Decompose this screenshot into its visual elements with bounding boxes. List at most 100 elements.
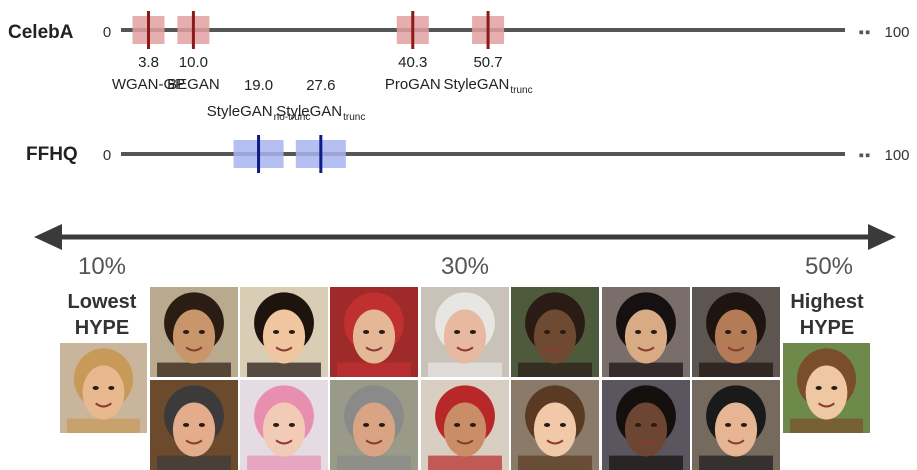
grid-face-bottom-4: [511, 380, 599, 470]
grid-face-top-3-right-eye: [469, 330, 477, 334]
grid-face-bottom-5-right-eye: [650, 423, 657, 427]
grid-face-bottom-6-skin: [714, 402, 758, 457]
grid-face-bottom-5-left-eye: [635, 423, 642, 427]
celeba-model-label-0: WGAN-GP: [112, 76, 185, 93]
grid-face-top-4-left-eye: [544, 330, 551, 334]
celeba-model-name-3: StyleGAN: [444, 76, 510, 93]
grid-face-bottom-3-mouth: [456, 439, 474, 445]
celeba-model-label-2: ProGAN: [385, 76, 441, 93]
grid-face-bottom-4-mouth: [546, 439, 564, 445]
celeba-model-label-1: BEGAN: [167, 76, 220, 93]
grid-face-bottom-2-skin: [352, 402, 396, 457]
highest-hype-face-shoulders: [789, 418, 864, 433]
celeba-axis-name: CelebA: [8, 22, 74, 43]
grid-face-bottom-6-shoulders: [699, 455, 773, 470]
grid-face-bottom-0-skin: [172, 402, 216, 457]
hype-left-percent: 10%: [78, 253, 126, 280]
grid-face-bottom-5-skin: [624, 402, 668, 457]
celeba-model-name-2: ProGAN: [385, 76, 441, 93]
grid-face-top-1-left-eye: [273, 330, 280, 334]
celeba-axis-ellipsis: ▪▪: [859, 24, 872, 41]
grid-face-top-6-mouth: [727, 346, 745, 352]
ffhq-axis-min-label: 0: [103, 147, 111, 164]
highest-hype-label-line1: Highest: [790, 291, 864, 313]
lowest-hype-face-right-eye: [108, 386, 115, 390]
grid-face-top-1-mouth: [275, 346, 293, 352]
grid-face-bottom-4-shoulders: [518, 455, 592, 470]
grid-face-top-5-left-eye: [635, 330, 642, 334]
grid-face-top-5-skin: [624, 309, 668, 364]
grid-face-top-6-shoulders: [699, 362, 773, 377]
grid-face-bottom-3-shoulders: [428, 455, 502, 470]
grid-face-top-2-shoulders: [337, 362, 411, 377]
grid-face-top-5-mouth: [637, 346, 655, 352]
lowest-hype-face-skin: [82, 365, 125, 420]
ffhq-model-name-0: StyleGAN: [207, 103, 273, 120]
grid-face-top-3: [421, 287, 509, 377]
grid-face-bottom-6-left-eye: [725, 423, 732, 427]
highest-hype-face-right-eye: [831, 386, 838, 390]
grid-face-bottom-2-left-eye: [363, 423, 370, 427]
grid-face-top-2-skin: [352, 309, 396, 364]
grid-face-bottom-5-mouth: [637, 439, 655, 445]
grid-face-bottom-1-skin: [262, 402, 306, 457]
grid-face-top-3-left-eye: [454, 330, 461, 334]
grid-face-top-5-shoulders: [609, 362, 683, 377]
grid-face-top-1: [240, 287, 328, 377]
celeba-model-label-3: StyleGANtrunc: [444, 76, 533, 96]
grid-face-top-5-right-eye: [650, 330, 657, 334]
hype-middle-percent: 30%: [441, 253, 489, 280]
grid-face-bottom-3: [421, 380, 509, 470]
ffhq-axis-ellipsis: ▪▪: [859, 147, 872, 164]
celeba-marks: 3.8WGAN-GP10.0BEGAN40.3ProGAN50.7StyleGA…: [112, 11, 533, 96]
grid-face-bottom-4-skin: [533, 402, 577, 457]
grid-face-top-5: [602, 287, 690, 377]
grid-face-top-0-shoulders: [157, 362, 231, 377]
grid-face-bottom-2-right-eye: [378, 423, 386, 427]
lowest-hype-face: [60, 343, 147, 433]
grid-face-top-6-left-eye: [725, 330, 732, 334]
grid-face-top-1-right-eye: [288, 330, 296, 334]
highest-hype-face: [783, 343, 870, 433]
grid-face-bottom-4-right-eye: [559, 423, 566, 427]
highest-hype-face-skin: [805, 365, 848, 420]
grid-face-bottom-5-shoulders: [609, 455, 683, 470]
lowest-hype-face-left-eye: [92, 386, 99, 390]
grid-face-top-0-left-eye: [183, 330, 190, 334]
grid-face-top-4-mouth: [546, 346, 564, 352]
lowest-hype-face-mouth: [95, 402, 112, 408]
grid-face-top-4-shoulders: [518, 362, 592, 377]
celeba-score-value-0: 3.8: [138, 54, 159, 71]
ffhq-model-name-1: StyleGAN: [276, 103, 342, 120]
hype-right-percent: 50%: [805, 253, 853, 280]
grid-face-top-3-shoulders: [428, 362, 502, 377]
grid-face-bottom-2-shoulders: [337, 455, 411, 470]
grid-face-top-4-skin: [533, 309, 577, 364]
grid-face-bottom-0: [150, 380, 238, 470]
grid-face-top-4-right-eye: [559, 330, 566, 334]
ffhq-model-label-0: StyleGANno-trunc: [207, 103, 311, 123]
celeba-score-value-3: 50.7: [473, 54, 502, 71]
grid-face-top-0: [150, 287, 238, 377]
grid-face-bottom-0-right-eye: [198, 423, 205, 427]
highest-hype-face-mouth: [818, 402, 835, 408]
celeba-model-name-0: WGAN-GP: [112, 76, 185, 93]
grid-face-top-2-right-eye: [378, 330, 386, 334]
grid-face-bottom-0-mouth: [185, 439, 203, 445]
highest-hype-label-line2: HYPE: [800, 317, 854, 339]
grid-face-bottom-2: [330, 380, 418, 470]
ffhq-axis-name: FFHQ: [26, 144, 78, 165]
celeba-model-subscript-3: trunc: [510, 85, 532, 96]
grid-face-top-6-skin: [714, 309, 758, 364]
highest-hype-face-left-eye: [815, 386, 822, 390]
ffhq-model-subscript-0: no-trunc: [274, 112, 311, 123]
grid-face-bottom-6-mouth: [727, 439, 745, 445]
hype-arrow-right-head: [868, 224, 896, 250]
ffhq-score-value-0: 19.0: [244, 77, 273, 94]
ffhq-axis-max-label: 100: [884, 147, 909, 164]
lowest-hype-label-line1: Lowest: [68, 291, 137, 313]
celeba-score-value-2: 40.3: [398, 54, 427, 71]
grid-face-top-2-left-eye: [363, 330, 370, 334]
